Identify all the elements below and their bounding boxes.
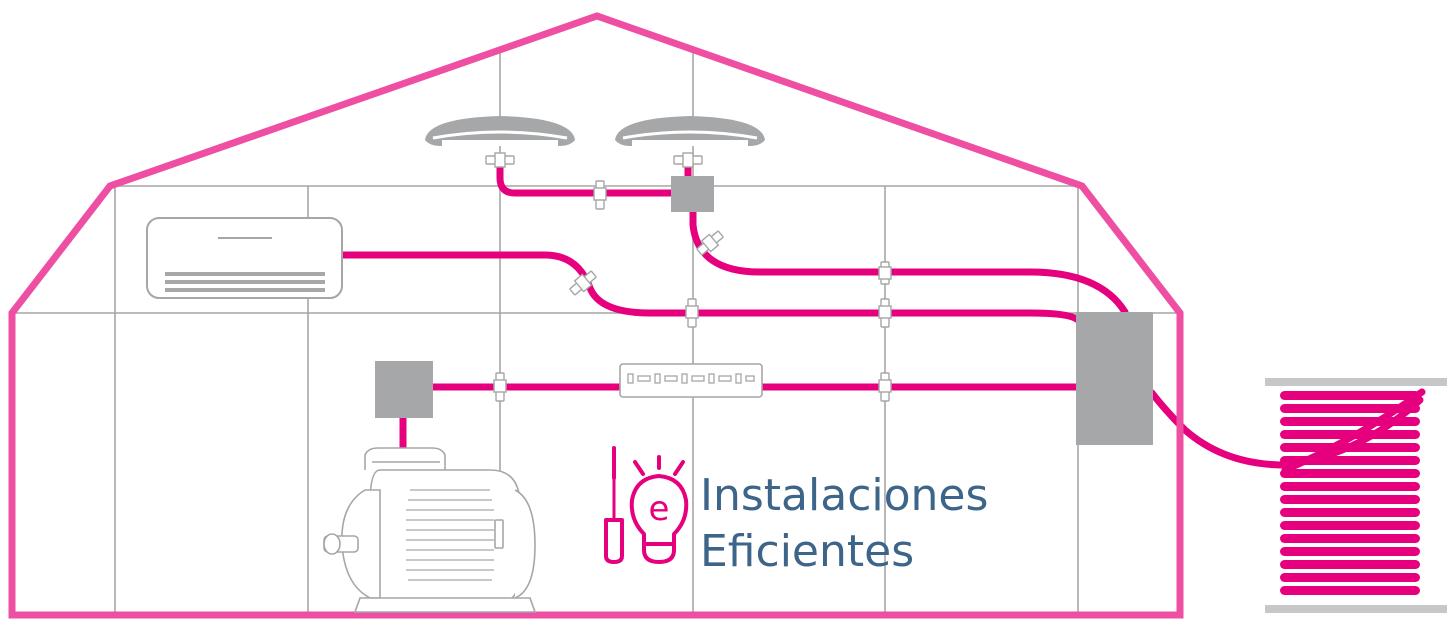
ceiling-lamp-icon bbox=[615, 116, 765, 146]
structure-grid bbox=[13, 47, 1180, 615]
air-conditioner-icon bbox=[146, 217, 343, 299]
ceiling-lamp-icon bbox=[425, 116, 575, 146]
cable-clips bbox=[485, 152, 892, 402]
junction-box-icon bbox=[671, 176, 714, 212]
cables bbox=[339, 159, 1424, 469]
screwdriver-lightbulb-logo-icon bbox=[604, 446, 689, 564]
brand-line-1: Instalaciones bbox=[700, 470, 988, 521]
power-strip-icon bbox=[619, 363, 763, 398]
house-outline bbox=[8, 12, 1184, 619]
junction-box-icon bbox=[375, 361, 433, 418]
electrical-panel-icon bbox=[1076, 312, 1153, 445]
brand-line-2: Eficientes bbox=[700, 526, 914, 577]
logo-letter: e bbox=[649, 489, 670, 529]
cable-reel-icon bbox=[1265, 378, 1447, 613]
electric-motor-icon bbox=[323, 447, 537, 613]
